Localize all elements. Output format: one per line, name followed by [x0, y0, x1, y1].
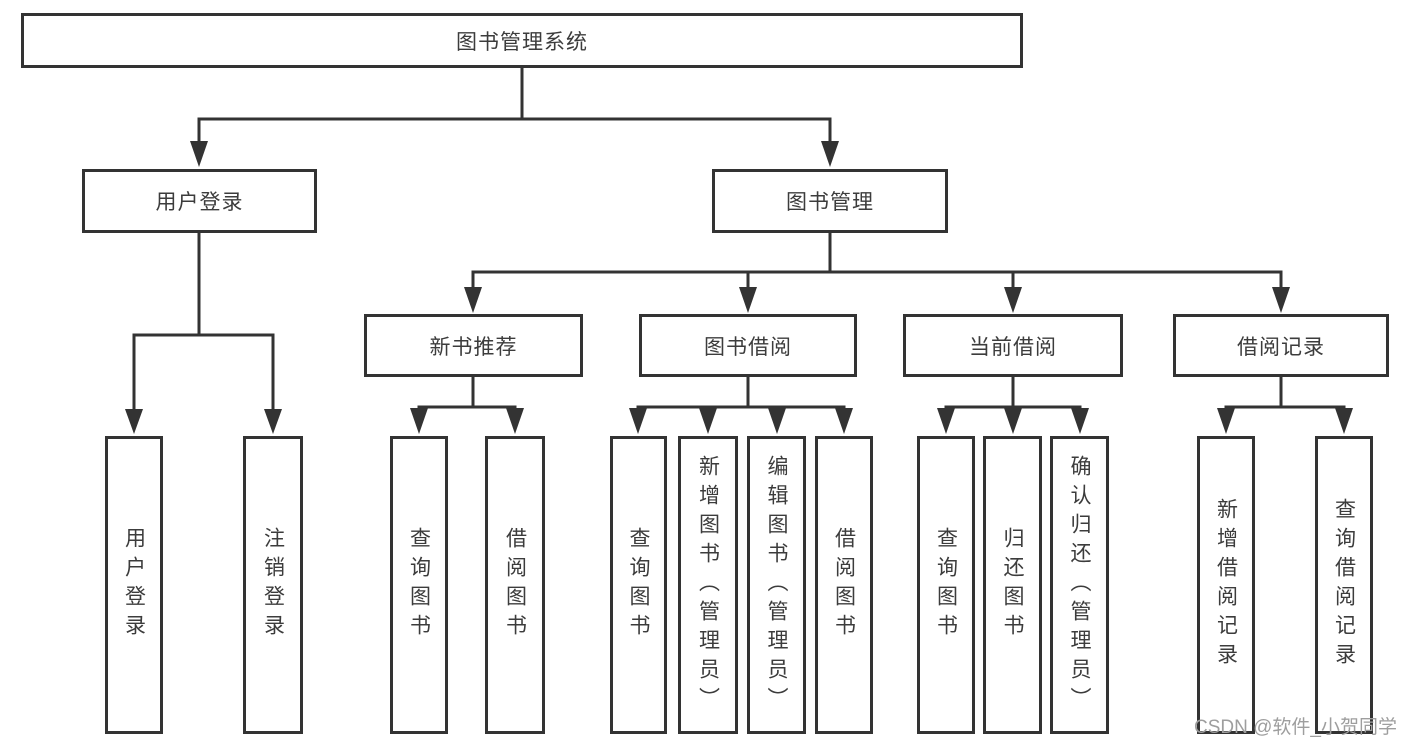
arrow-down-icon: [1004, 408, 1022, 434]
leaf-query-books-current: 查询图书: [917, 436, 975, 734]
node-label: 编辑图书（管理员）: [765, 454, 788, 716]
leaf-edit-books-admin: 编辑图书（管理员）: [747, 436, 806, 734]
leaf-logout: 注销登录: [243, 436, 303, 734]
leaf-borrow-books-recommend: 借阅图书: [485, 436, 545, 734]
node-label: 确认归还（管理员）: [1068, 454, 1091, 716]
leaf-borrow-books: 借阅图书: [815, 436, 873, 734]
arrow-down-icon: [264, 409, 282, 434]
node-label: 图书管理系统: [456, 30, 588, 54]
leaf-add-books-admin: 新增图书（管理员）: [678, 436, 738, 734]
arrow-down-icon: [125, 409, 143, 434]
node-label: 查询借阅记录: [1332, 498, 1356, 672]
node-borrowing-records: 借阅记录: [1173, 314, 1389, 377]
leaf-return-books: 归还图书: [983, 436, 1042, 734]
node-label: 借阅图书: [832, 527, 856, 643]
arrow-down-icon: [699, 408, 717, 434]
csdn-watermark: CSDN @软件_小贺同学: [1194, 717, 1397, 738]
node-label: 当前借阅: [969, 335, 1057, 359]
arrow-down-icon: [1335, 408, 1353, 434]
arrow-down-icon: [937, 408, 955, 434]
arrow-down-icon: [1004, 287, 1022, 313]
node-label: 用户登录: [122, 527, 146, 643]
leaf-query-books-recommend: 查询图书: [390, 436, 448, 734]
leaf-confirm-return-admin: 确认归还（管理员）: [1050, 436, 1109, 734]
arrow-down-icon: [629, 408, 647, 434]
arrow-down-icon: [835, 408, 853, 434]
node-label: 注销登录: [261, 527, 285, 643]
arrow-down-icon: [1272, 287, 1290, 313]
node-label: 归还图书: [1001, 527, 1024, 643]
arrow-down-icon: [410, 408, 428, 434]
node-book-management: 图书管理: [712, 169, 948, 233]
arrow-down-icon: [464, 287, 482, 313]
node-label: 借阅记录: [1237, 335, 1325, 359]
leaf-query-books-borrow: 查询图书: [610, 436, 667, 734]
leaf-query-borrow-record: 查询借阅记录: [1315, 436, 1373, 734]
arrow-down-icon: [1071, 408, 1089, 434]
arrow-down-icon: [768, 408, 786, 434]
node-label: 借阅图书: [503, 527, 527, 643]
node-label: 图书管理: [786, 191, 874, 214]
node-label: 图书借阅: [704, 335, 792, 359]
arrow-down-icon: [1217, 408, 1235, 434]
node-new-book-recommend: 新书推荐: [364, 314, 583, 377]
node-label: 新增图书（管理员）: [696, 454, 720, 716]
node-label: 查询图书: [934, 527, 958, 643]
node-library-system: 图书管理系统: [21, 13, 1023, 68]
node-user-login: 用户登录: [82, 169, 317, 233]
node-book-borrowing: 图书借阅: [639, 314, 857, 377]
leaf-add-borrow-record: 新增借阅记录: [1197, 436, 1255, 734]
arrow-down-icon: [190, 141, 208, 167]
leaf-user-login: 用户登录: [105, 436, 163, 734]
arrowheads: [125, 141, 1353, 434]
node-label: 新书推荐: [429, 335, 518, 359]
node-label: 用户登录: [155, 191, 244, 214]
arrow-down-icon: [506, 408, 524, 434]
arrow-down-icon: [821, 141, 839, 167]
node-label: 查询图书: [627, 527, 650, 643]
arrow-down-icon: [739, 287, 757, 313]
node-label: 查询图书: [407, 527, 431, 643]
node-current-borrowing: 当前借阅: [903, 314, 1123, 377]
node-label: 新增借阅记录: [1214, 498, 1238, 672]
